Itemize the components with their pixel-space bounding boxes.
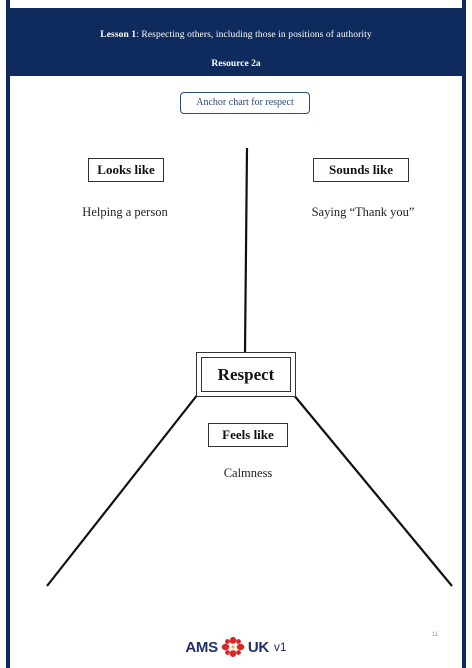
respect-center-box: Respect bbox=[196, 352, 296, 397]
flower-logo-icon bbox=[220, 636, 246, 658]
looks-like-heading: Looks like bbox=[88, 158, 164, 182]
right-diagonal-line bbox=[292, 393, 453, 587]
left-diagonal-line bbox=[46, 393, 199, 587]
page-number: 11 bbox=[432, 632, 439, 638]
resource-label: Resource 2a bbox=[211, 59, 261, 69]
lesson-title-text: : Respecting others, including those in … bbox=[136, 30, 372, 40]
looks-like-answer: Helping a person bbox=[82, 205, 168, 219]
left-border bbox=[6, 0, 10, 668]
logo-version-text: v1 bbox=[273, 640, 287, 654]
ams-uk-logo: AMS UK v bbox=[185, 636, 287, 658]
respect-label: Respect bbox=[201, 357, 291, 392]
footer-logo: AMS UK v bbox=[0, 636, 472, 666]
logo-uk-text: UK bbox=[247, 638, 269, 656]
sounds-like-heading: Sounds like bbox=[313, 158, 409, 182]
vertical-divider-line bbox=[243, 147, 249, 353]
right-border bbox=[462, 0, 466, 668]
page-header: Lesson 1: Respecting others, including t… bbox=[6, 8, 466, 76]
lesson-prefix: Lesson 1 bbox=[100, 30, 137, 40]
lesson-title: Lesson 1: Respecting others, including t… bbox=[6, 30, 466, 40]
feels-like-heading: Feels like bbox=[208, 423, 288, 447]
feels-like-answer: Calmness bbox=[223, 466, 273, 480]
anchor-chart-title: Anchor chart for respect bbox=[180, 92, 310, 114]
sounds-like-answer: Saying “Thank you” bbox=[311, 205, 415, 219]
logo-ams-text: AMS bbox=[185, 638, 218, 656]
